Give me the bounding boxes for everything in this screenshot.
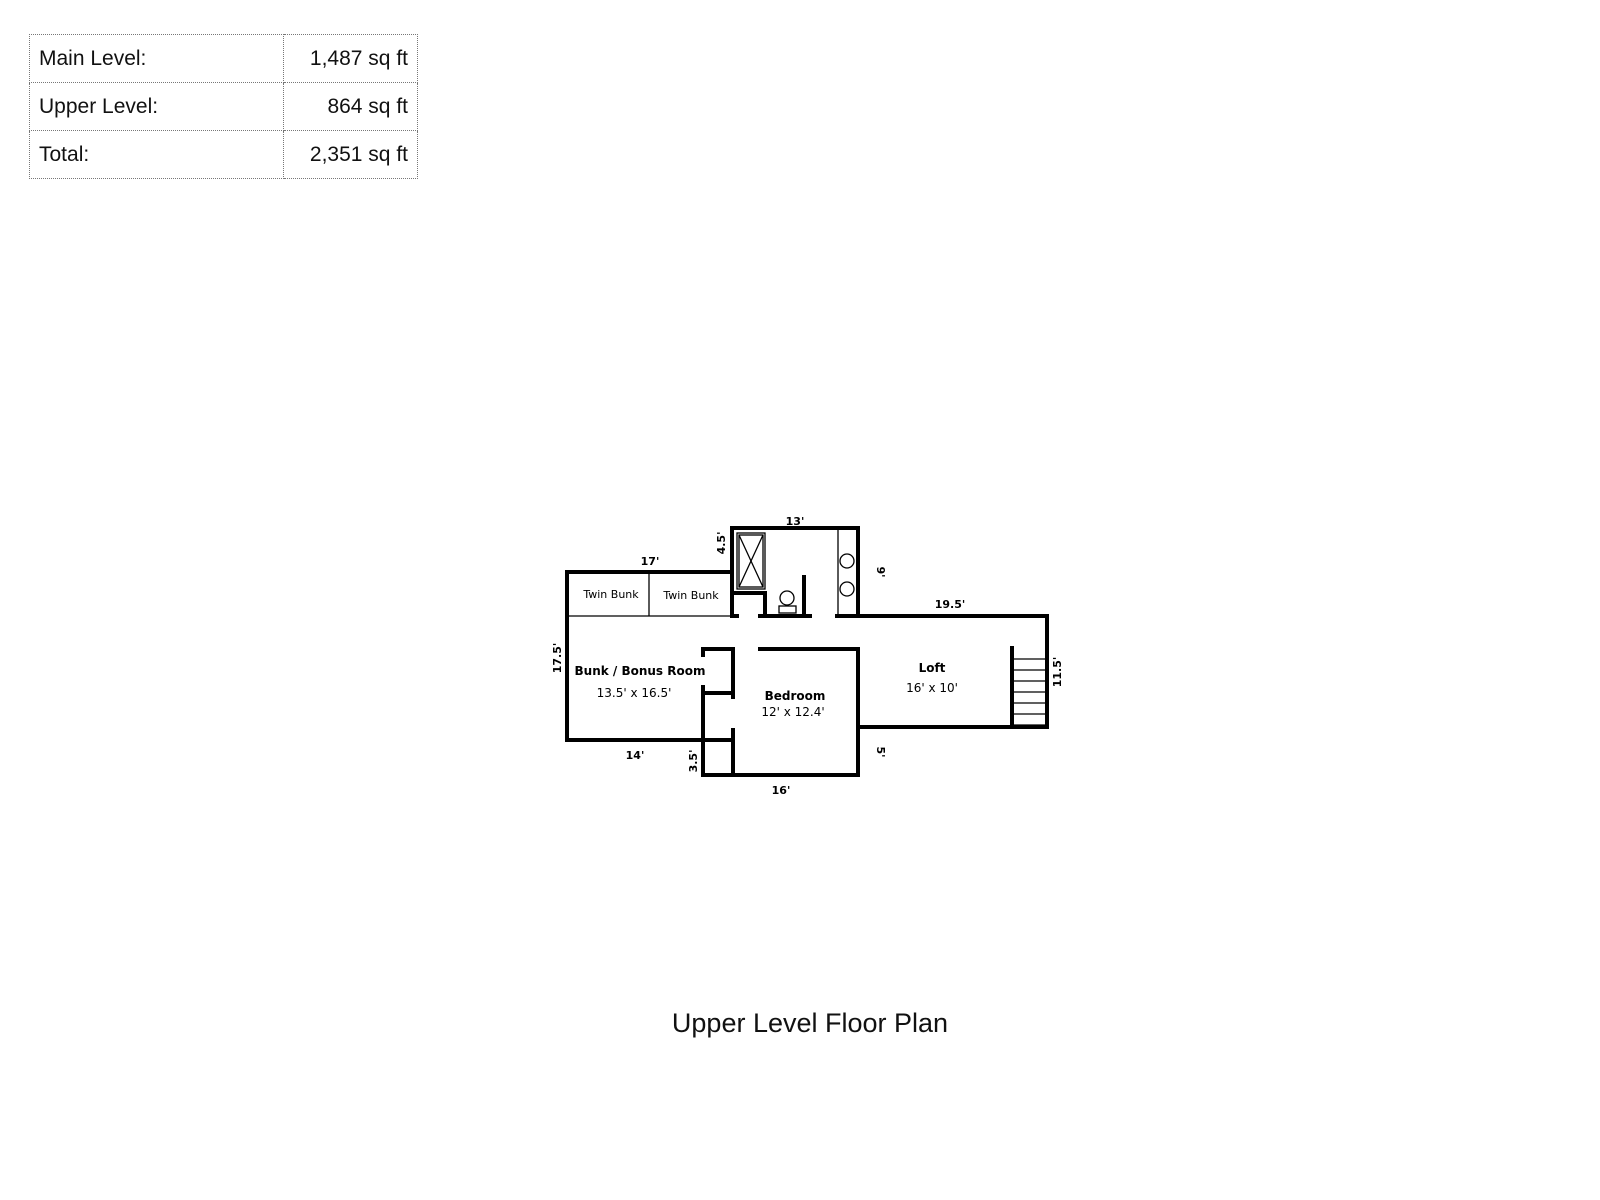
dim-bath-left: 4.5' (715, 532, 728, 555)
bedroom-name: Bedroom (765, 689, 826, 703)
bunk-room-size: 13.5' x 16.5' (597, 686, 672, 700)
shower-icon (736, 532, 766, 590)
loft-name: Loft (919, 661, 946, 675)
toilet-icon (778, 590, 797, 614)
table-row: Upper Level:864 sq ft (29, 82, 418, 131)
bunks (567, 572, 732, 617)
dim-bunk-bottom: 14' (626, 749, 645, 762)
dim-bedroom-bottom: 16' (772, 784, 791, 797)
dim-bunk-left: 17.5' (551, 643, 564, 674)
table-row: Main Level:1,487 sq ft (29, 34, 418, 83)
exterior-walls (565, 526, 1049, 777)
interior-walls (701, 570, 860, 777)
dim-bedroom-right: 5' (874, 746, 887, 757)
dim-bunk-top: 17' (641, 555, 660, 568)
area-summary-table: Main Level:1,487 sq ft Upper Level:864 s… (29, 34, 418, 179)
row-label: Main Level: (29, 34, 284, 83)
dim-closet-left: 3.5' (687, 750, 700, 773)
bunk-room-name: Bunk / Bonus Room (575, 664, 706, 678)
plan-title: Upper Level Floor Plan (671, 1008, 949, 1038)
twin-bunk-label: Twin Bunk (582, 588, 639, 601)
dim-loft-right: 11.5' (1051, 657, 1064, 688)
dim-bath-top: 13' (786, 515, 805, 528)
bedroom-size: 12' x 12.4' (761, 705, 824, 719)
row-value: 1,487 sq ft (283, 34, 418, 83)
vanity-sinks-icon (837, 528, 855, 616)
stairs-icon (1010, 646, 1047, 729)
dim-loft-top: 19.5' (935, 598, 966, 611)
row-value: 864 sq ft (283, 82, 418, 131)
row-value: 2,351 sq ft (283, 130, 418, 179)
dim-bath-right: 9' (874, 566, 887, 577)
loft-size: 16' x 10' (906, 681, 958, 695)
twin-bunk-label: Twin Bunk (662, 589, 719, 602)
table-row: Total:2,351 sq ft (29, 130, 418, 179)
